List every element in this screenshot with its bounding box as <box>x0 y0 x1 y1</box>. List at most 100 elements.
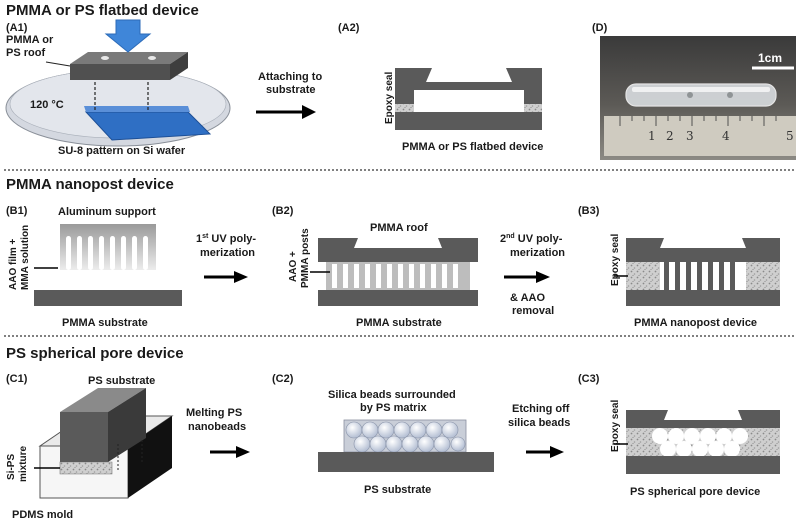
su8-pattern-top <box>84 106 190 112</box>
pdms-mold-side <box>128 416 172 498</box>
caption-b3: PMMA nanopost device <box>634 317 757 329</box>
aao-pores <box>66 236 148 270</box>
ps-substrate-top <box>60 388 146 412</box>
pmma-roof <box>318 238 478 262</box>
c1-side-2: mixture <box>18 445 29 482</box>
step-arrow-c2: Etching off silica beads <box>508 403 570 458</box>
caption-a1: SU-8 pattern on Si wafer <box>58 145 186 157</box>
seal-label-c3: Epoxy seal <box>610 400 621 452</box>
roof-block-top <box>70 52 188 64</box>
panel-a2: (A2) Epoxy seal PMMA or PS flatbed devic… <box>338 22 543 153</box>
ruler-number: 5 <box>786 129 794 143</box>
panel-tag-b2: (B2) <box>272 205 294 217</box>
arrow-head <box>302 105 316 119</box>
seal-label-b3: Epoxy seal <box>610 234 621 286</box>
silica-beads <box>345 421 466 453</box>
panel-tag-b3: (B3) <box>578 205 600 217</box>
step-arrow-b2: 2nd UV poly- merization & AAO removal <box>500 233 565 317</box>
scale-label: 1cm <box>758 51 782 65</box>
device-port <box>727 92 733 98</box>
ruler-number: 3 <box>686 129 694 143</box>
c2-top-line1: Silica beads surrounded <box>328 389 456 401</box>
press-arrow <box>104 19 152 53</box>
roof-block-front <box>70 64 170 80</box>
pmma-roof <box>626 238 780 262</box>
panel-tag-a1: (A1) <box>6 22 28 34</box>
arrow-c2-line2: silica beads <box>508 417 570 429</box>
arrow-b1-line1: UV poly- <box>208 233 256 245</box>
c1-top-label: PS substrate <box>88 375 155 387</box>
roof-hole <box>101 56 109 60</box>
ps-roof <box>626 410 780 428</box>
b1-side-2: MMA solution <box>20 225 31 290</box>
caption-b2: PMMA substrate <box>356 317 442 329</box>
panel-c2: (C2) Silica beads surrounded by PS matri… <box>272 373 494 496</box>
c1-side-1: Si-PS <box>6 454 17 480</box>
svg-text:1st UV poly-: 1st UV poly- <box>196 233 256 245</box>
pmma-substrate <box>626 290 780 306</box>
step-arrow-c1: Melting PS nanobeads <box>186 407 250 458</box>
ps-substrate <box>626 456 780 474</box>
b1-side-1: AAO film + <box>8 238 19 290</box>
panel-b2: (B2) PMMA roof AAO + PMMA posts PMMA sub… <box>272 205 478 329</box>
panel-c1: (C1) PS substrate Si-PS mixture PDMS mol… <box>6 373 174 521</box>
c2-top-line2: by PS matrix <box>360 402 428 414</box>
epoxy-seal <box>626 262 660 290</box>
section-title-spherical: PS spherical pore device <box>6 345 184 362</box>
panel-tag-c3: (C3) <box>578 373 600 385</box>
caption-a2: PMMA or PS flatbed device <box>402 141 543 153</box>
arrow-head <box>550 446 564 458</box>
panel-tag-c1: (C1) <box>6 373 28 385</box>
pmma-substrate <box>34 290 182 306</box>
arrow-b2-line3: & AAO <box>510 292 545 304</box>
arrow-b2-line1: UV poly- <box>515 233 563 245</box>
roof-label-2: PS roof <box>6 47 45 59</box>
arrow-head <box>536 271 550 283</box>
ruler <box>604 116 796 156</box>
arrow-head <box>234 271 248 283</box>
panel-b3: (B3) Epoxy seal PMMA nanopost device <box>578 205 780 329</box>
b2-side-1: AAO + <box>288 251 299 282</box>
si-ps-mixture <box>59 461 113 475</box>
svg-text:2nd UV poly-: 2nd UV poly- <box>500 233 563 245</box>
arrow-head <box>236 446 250 458</box>
caption-c3: PS spherical pore device <box>630 486 760 498</box>
b2-side-2: PMMA posts <box>300 228 311 288</box>
section-title-flatbed: PMMA or PS flatbed device <box>6 2 199 19</box>
ruler-ticks <box>619 116 777 126</box>
caption-c2: PS substrate <box>364 484 431 496</box>
roof-label-1: PMMA or <box>6 34 54 46</box>
ruler-number: 2 <box>666 129 674 143</box>
ps-substrate-front <box>60 412 108 462</box>
roof-pointer <box>45 61 71 67</box>
panel-tag-d: (D) <box>592 22 608 34</box>
arrow-c1-line1: Melting PS <box>186 407 242 419</box>
panel-tag-a2: (A2) <box>338 22 360 34</box>
panel-tag-c2: (C2) <box>272 373 294 385</box>
spherical-pores <box>652 428 748 457</box>
arrow-a-line2: substrate <box>266 84 316 96</box>
step-arrow-b1: 1st UV poly- merization <box>196 233 256 283</box>
roof-block-side <box>170 52 188 80</box>
arrow-c1-line2: nanobeads <box>188 421 246 433</box>
panel-a1: (A1) PMMA or PS roof 120 °C SU-8 pattern… <box>5 19 231 157</box>
arrow-c2-line1: Etching off <box>512 403 570 415</box>
ps-substrate-side <box>108 388 146 462</box>
pmma-posts <box>332 264 458 288</box>
step-arrow-a: Attaching to substrate <box>256 71 322 119</box>
b2-top-label: PMMA roof <box>370 222 428 234</box>
panel-b1: (B1) Aluminum support AAO film + MMA sol… <box>6 205 182 329</box>
arrow-a-line1: Attaching to <box>258 71 322 83</box>
ps-substrate <box>318 452 494 472</box>
arrow-b1-ordinal: 1 <box>196 233 202 245</box>
flatbed-substrate <box>395 112 542 130</box>
arrow-b1-line2: merization <box>200 247 255 259</box>
arrow-b2-ordinal: 2 <box>500 233 506 245</box>
epoxy-seal <box>746 262 780 290</box>
panel-c3: (C3) Epoxy seal PS spherical pore device <box>578 373 780 498</box>
pmma-substrate <box>318 290 478 306</box>
arrow-b2-line2: merization <box>510 247 565 259</box>
ruler-number: 1 <box>648 129 656 143</box>
b1-top-label: Aluminum support <box>58 206 156 218</box>
